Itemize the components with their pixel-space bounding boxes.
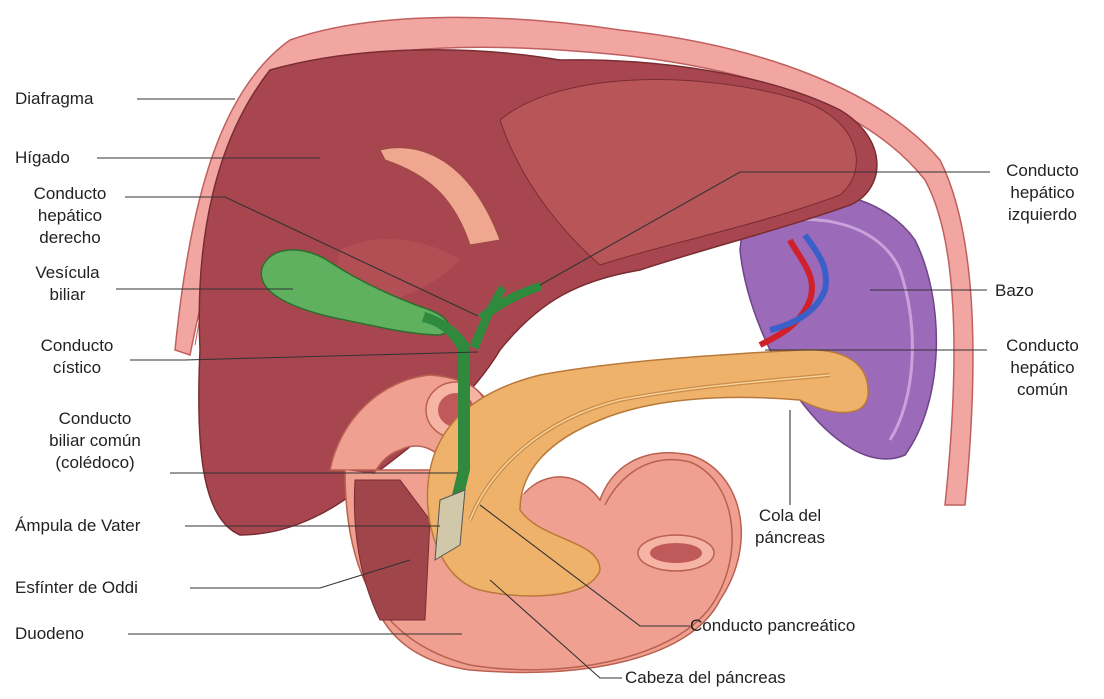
label-coledoco: Conducto biliar común (colédoco) bbox=[20, 408, 170, 474]
label-vesicula: Vesícula biliar bbox=[15, 262, 120, 306]
label-ampula: Ámpula de Vater bbox=[15, 515, 140, 537]
label-diafragma: Diafragma bbox=[15, 88, 93, 110]
label-hepatico-comun: Conducto hepático común bbox=[985, 335, 1100, 401]
label-conducto-pancreatico: Conducto pancreático bbox=[690, 615, 855, 637]
label-oddi: Esfínter de Oddi bbox=[15, 577, 138, 599]
label-bazo: Bazo bbox=[995, 280, 1034, 302]
label-higado: Hígado bbox=[15, 147, 70, 169]
spleen bbox=[740, 192, 936, 459]
label-cabeza-pancreas: Cabeza del páncreas bbox=[625, 667, 786, 689]
label-cola-pancreas: Cola del páncreas bbox=[735, 505, 845, 549]
label-hepatico-derecho: Conducto hepático derecho bbox=[15, 183, 125, 249]
label-hepatico-izquierdo: Conducto hepático izquierdo bbox=[985, 160, 1100, 226]
label-cistico: Conducto cístico bbox=[22, 335, 132, 379]
label-duodeno: Duodeno bbox=[15, 623, 84, 645]
